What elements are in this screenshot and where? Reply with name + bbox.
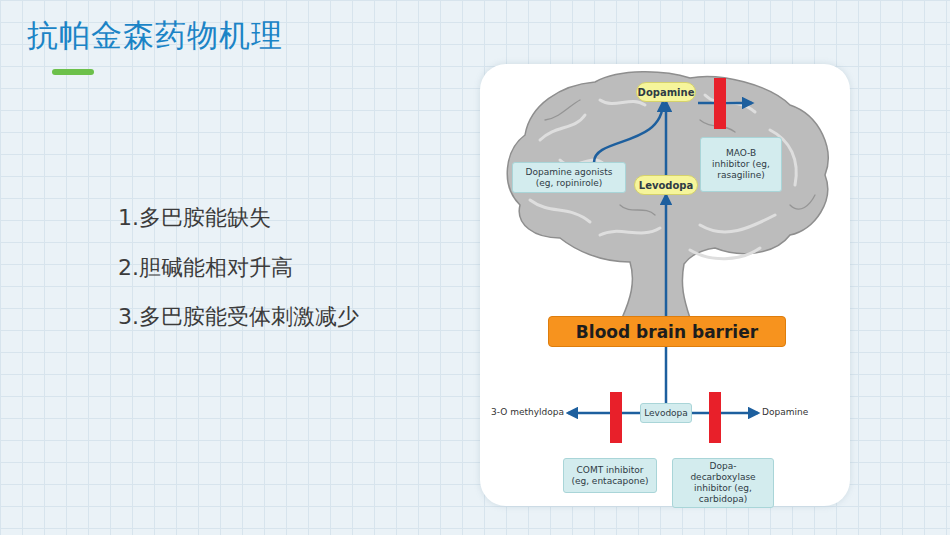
node-text: MAO-B inhibitor (eg, rasagiline) (707, 148, 775, 181)
brain-outline (507, 72, 828, 318)
barrier-band: Blood brain barrier (548, 316, 786, 347)
list-item: 3.多巴胺能受体刺激减少 (118, 302, 359, 332)
node-text: Dopa-decarboxylase inhibitor (eg, carbid… (679, 461, 767, 505)
drug-box: Dopamine agonists (eg, ropinirole) (512, 162, 626, 193)
flow-arrow (665, 195, 668, 403)
molecule-box: Levodopa (640, 403, 692, 423)
title-underline (52, 69, 94, 75)
molecule-pill: Levodopa (634, 175, 698, 195)
node-text: Dopamine agonists (eg, ropinirole) (519, 167, 619, 189)
node-text: Dopamine (638, 87, 695, 98)
node-text: Blood brain barrier (576, 322, 758, 342)
block-bar (709, 392, 721, 443)
drug-box: Dopa-decarboxylase inhibitor (eg, carbid… (672, 458, 774, 508)
flow-arrow (665, 102, 668, 175)
ddc-arrow (692, 412, 758, 415)
node-text: Levodopa (639, 180, 693, 191)
node-text: Levodopa (644, 408, 688, 419)
drug-box: MAO-B inhibitor (eg, rasagiline) (700, 137, 782, 192)
product-label: Dopamine (762, 407, 832, 418)
molecule-pill: Dopamine (636, 82, 696, 102)
brain-sulci (540, 85, 815, 215)
slide-title: 抗帕金森药物机理 (27, 15, 283, 57)
list-item: 1.多巴胺能缺失 (118, 203, 271, 233)
node-text: COMT inhibitor (eg, entacapone) (570, 465, 650, 487)
comt-arrow (568, 412, 640, 415)
list-item: 2.胆碱能相对升高 (118, 253, 293, 283)
flow-arrow (594, 102, 663, 162)
block-bar (610, 392, 622, 443)
block-bar (714, 78, 726, 129)
drug-box: COMT inhibitor (eg, entacapone) (563, 458, 657, 493)
product-label: 3-O methyldopa (470, 407, 564, 418)
